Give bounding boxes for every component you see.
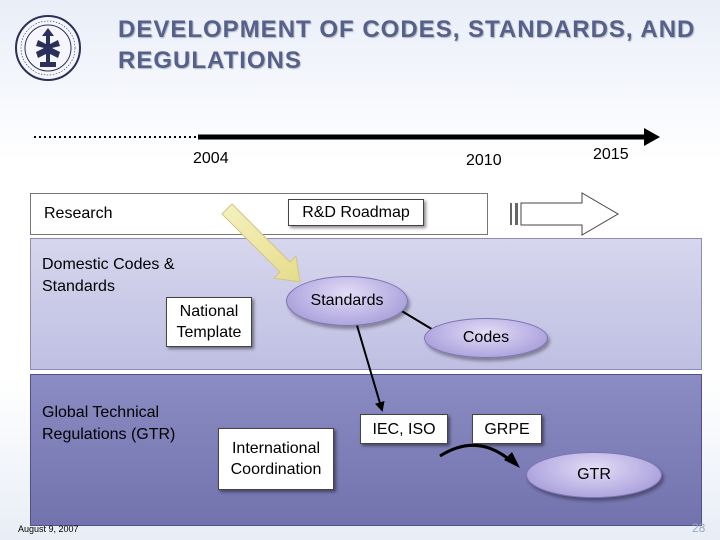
national-template-line1: National — [179, 303, 239, 320]
global-label-line1: Global Technical — [42, 404, 160, 421]
global-label-line2: Regulations (GTR) — [42, 426, 176, 443]
standards-oval: Standards — [286, 276, 408, 326]
timeline-arrowhead — [644, 128, 660, 146]
rd-roadmap-box: R&D Roadmap — [288, 199, 424, 226]
year-2015: 2015 — [593, 146, 629, 163]
grpe-box: GRPE — [472, 414, 542, 444]
research-extension-arrow-icon — [510, 192, 619, 236]
research-label: Research — [44, 205, 113, 222]
codes-oval: Codes — [424, 318, 548, 358]
domestic-label-line2: Standards — [42, 278, 115, 295]
international-line2: Coordination — [230, 461, 322, 478]
global-label: Global Technical Regulations (GTR) — [42, 402, 175, 446]
year-2010: 2010 — [466, 152, 502, 169]
domestic-label-line1: Domestic Codes & — [42, 256, 175, 273]
international-line1: International — [231, 440, 321, 457]
iec-iso-box: IEC, ISO — [360, 414, 448, 444]
gtr-oval: GTR — [526, 452, 662, 498]
national-template-line2: Template — [176, 324, 242, 341]
slide-title: DEVELOPMENT OF CODES, STANDARDS, AND REG… — [118, 16, 696, 74]
international-coordination-box: International Coordination — [218, 428, 334, 490]
footer-date: August 9, 2007 — [18, 524, 79, 534]
global-band — [30, 374, 702, 526]
department-seal-icon — [15, 15, 81, 81]
year-2004: 2004 — [193, 150, 229, 167]
domestic-label: Domestic Codes & Standards — [42, 254, 175, 298]
national-template-box: National Template — [166, 297, 252, 347]
page-number: 28 — [692, 521, 706, 535]
